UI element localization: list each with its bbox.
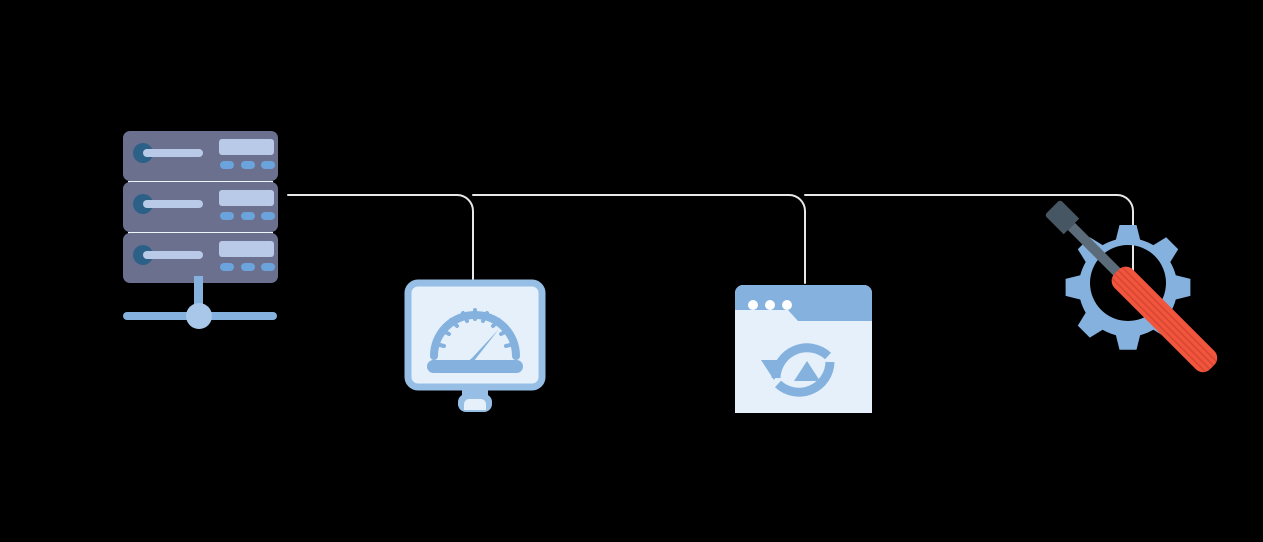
monitor-gauge-icon: [404, 279, 546, 412]
connector-branch-monitor: [287, 194, 474, 280]
screwdriver-tip: [1045, 200, 1080, 235]
connector-branch-browser: [472, 194, 806, 284]
gauge-graphic: [430, 308, 520, 360]
server-rack-icon: [123, 131, 278, 329]
server-network-node: [123, 276, 277, 329]
gauge-base-bar: [427, 360, 523, 373]
connector-branch-maintenance: [804, 194, 1134, 287]
gear-screwdriver-icon: [1045, 200, 1218, 374]
sync-arrow-down: [761, 360, 787, 380]
sync-arrows-icon: [761, 343, 835, 397]
screwdriver-icon: [1045, 200, 1218, 374]
browser-titlebar: [735, 285, 872, 321]
browser-window-dots: [748, 300, 792, 310]
server-unit-3: [123, 233, 278, 283]
screwdriver-grip-lines: [1110, 266, 1218, 374]
sync-arrow-up: [794, 361, 820, 381]
monitor-base-inner: [464, 399, 486, 410]
server-unit-2: [123, 182, 278, 232]
screwdriver-handle: [1110, 266, 1218, 374]
connector-group: [287, 194, 1134, 287]
browser-refresh-icon: [735, 285, 872, 413]
server-unit-1: [123, 131, 278, 181]
screwdriver-shaft: [1067, 222, 1129, 284]
